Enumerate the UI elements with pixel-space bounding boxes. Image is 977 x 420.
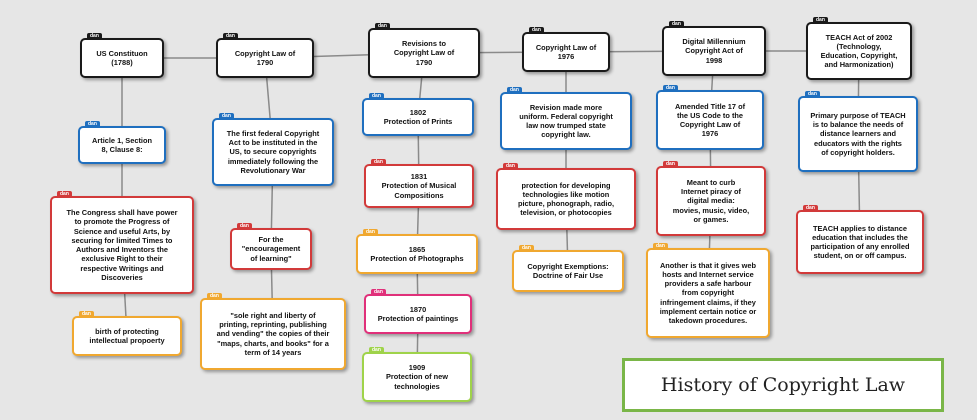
node-tag: dan xyxy=(87,33,102,40)
node-tag: dan xyxy=(85,121,100,128)
node-tag: dan xyxy=(375,23,390,30)
node-text: 1865 Protection of Photographs xyxy=(370,244,464,263)
node-text: Amended Title 17 of the US Code to the C… xyxy=(674,101,746,139)
node-text: The first federal Copyright Act to be in… xyxy=(226,128,320,175)
node-text: Article 1, Section 8, Clause 8: xyxy=(92,135,152,154)
node-tag: dan xyxy=(219,113,234,120)
node-c5[interactable]: dan 1909 Protection of new technologies xyxy=(362,347,472,402)
node-text: birth of protecting intellectual propoer… xyxy=(89,326,165,345)
node-text: Copyright Law of 1790 xyxy=(234,48,296,67)
node-c4[interactable]: dan 1870 Protection of paintings xyxy=(364,289,472,334)
node-text: Copyright Exemptions: Doctrine of Fair U… xyxy=(527,261,609,280)
node-text: Primary purpose of TEACH is to balance t… xyxy=(810,110,906,157)
node-tag: dan xyxy=(805,91,820,98)
node-a3[interactable]: dan birth of protecting intellectual prop… xyxy=(72,311,182,356)
node-tag: dan xyxy=(369,347,384,354)
node-tag: dan xyxy=(653,243,668,250)
node-text: US Constituon (1788) xyxy=(96,48,148,67)
node-c1[interactable]: dan 1802 Protection of Prints xyxy=(362,93,474,136)
node-tag: dan xyxy=(369,93,384,100)
node-text: Digital Millennium Copyright Act of 1998 xyxy=(682,37,746,65)
node-tag: dan xyxy=(803,205,818,212)
node-c2[interactable]: dan 1831 Protection of Musical Compositio… xyxy=(364,159,474,208)
node-text: Revision made more uniform. Federal copy… xyxy=(519,102,613,140)
node-tag: dan xyxy=(207,293,222,300)
node-text: "sole right and liberty of printing, rep… xyxy=(216,310,330,357)
node-text: Another is that it gives web hosts and I… xyxy=(659,260,757,326)
node-tag: dan xyxy=(503,163,518,170)
node-text: 1802 Protection of Prints xyxy=(383,107,453,126)
node-text: 1870 Protection of paintings xyxy=(377,304,459,323)
node-tag: dan xyxy=(57,191,72,198)
node-text: 1831 Protection of Musical Compositions xyxy=(381,172,457,200)
node-text: The Congress shall have power to promote… xyxy=(66,208,178,282)
node-b3[interactable]: dan "sole right and liberty of printing, … xyxy=(200,293,346,370)
node-text: 1909 Protection of new technologies xyxy=(385,363,448,391)
node-text: protection for developing technologies l… xyxy=(517,180,615,218)
node-tag: dan xyxy=(663,161,678,168)
node-tag: dan xyxy=(669,21,684,28)
node-text: Copyright Law of 1976 xyxy=(535,42,597,61)
node-n1[interactable]: dan US Constituon (1788) xyxy=(80,33,164,78)
node-tag: dan xyxy=(223,33,238,40)
node-tag: dan xyxy=(371,159,386,166)
node-text: TEACH Act of 2002 (Technology, Education… xyxy=(820,32,898,70)
diagram-title-text: History of Copyright Law xyxy=(660,374,906,396)
node-tag: dan xyxy=(529,27,544,34)
node-d2[interactable]: dan protection for developing technologie… xyxy=(496,163,636,230)
node-tag: dan xyxy=(79,311,94,318)
node-tag: dan xyxy=(371,289,386,296)
node-tag: dan xyxy=(519,245,534,252)
node-text: For the "encouragement of learning" xyxy=(241,235,301,263)
node-text: Meant to curb Internet piracy of digital… xyxy=(672,177,750,224)
node-tag: dan xyxy=(813,17,828,24)
node-tag: dan xyxy=(363,229,378,236)
node-tag: dan xyxy=(237,223,252,230)
node-c3[interactable]: dan 1865 Protection of Photographs xyxy=(356,229,478,274)
node-text: Revisions to Copyright Law of 1790 xyxy=(393,39,455,67)
node-text: TEACH applies to distance education that… xyxy=(810,223,910,261)
diagram-title: History of Copyright Law xyxy=(622,358,944,412)
node-tag: dan xyxy=(507,87,522,94)
node-tag: dan xyxy=(663,85,678,92)
